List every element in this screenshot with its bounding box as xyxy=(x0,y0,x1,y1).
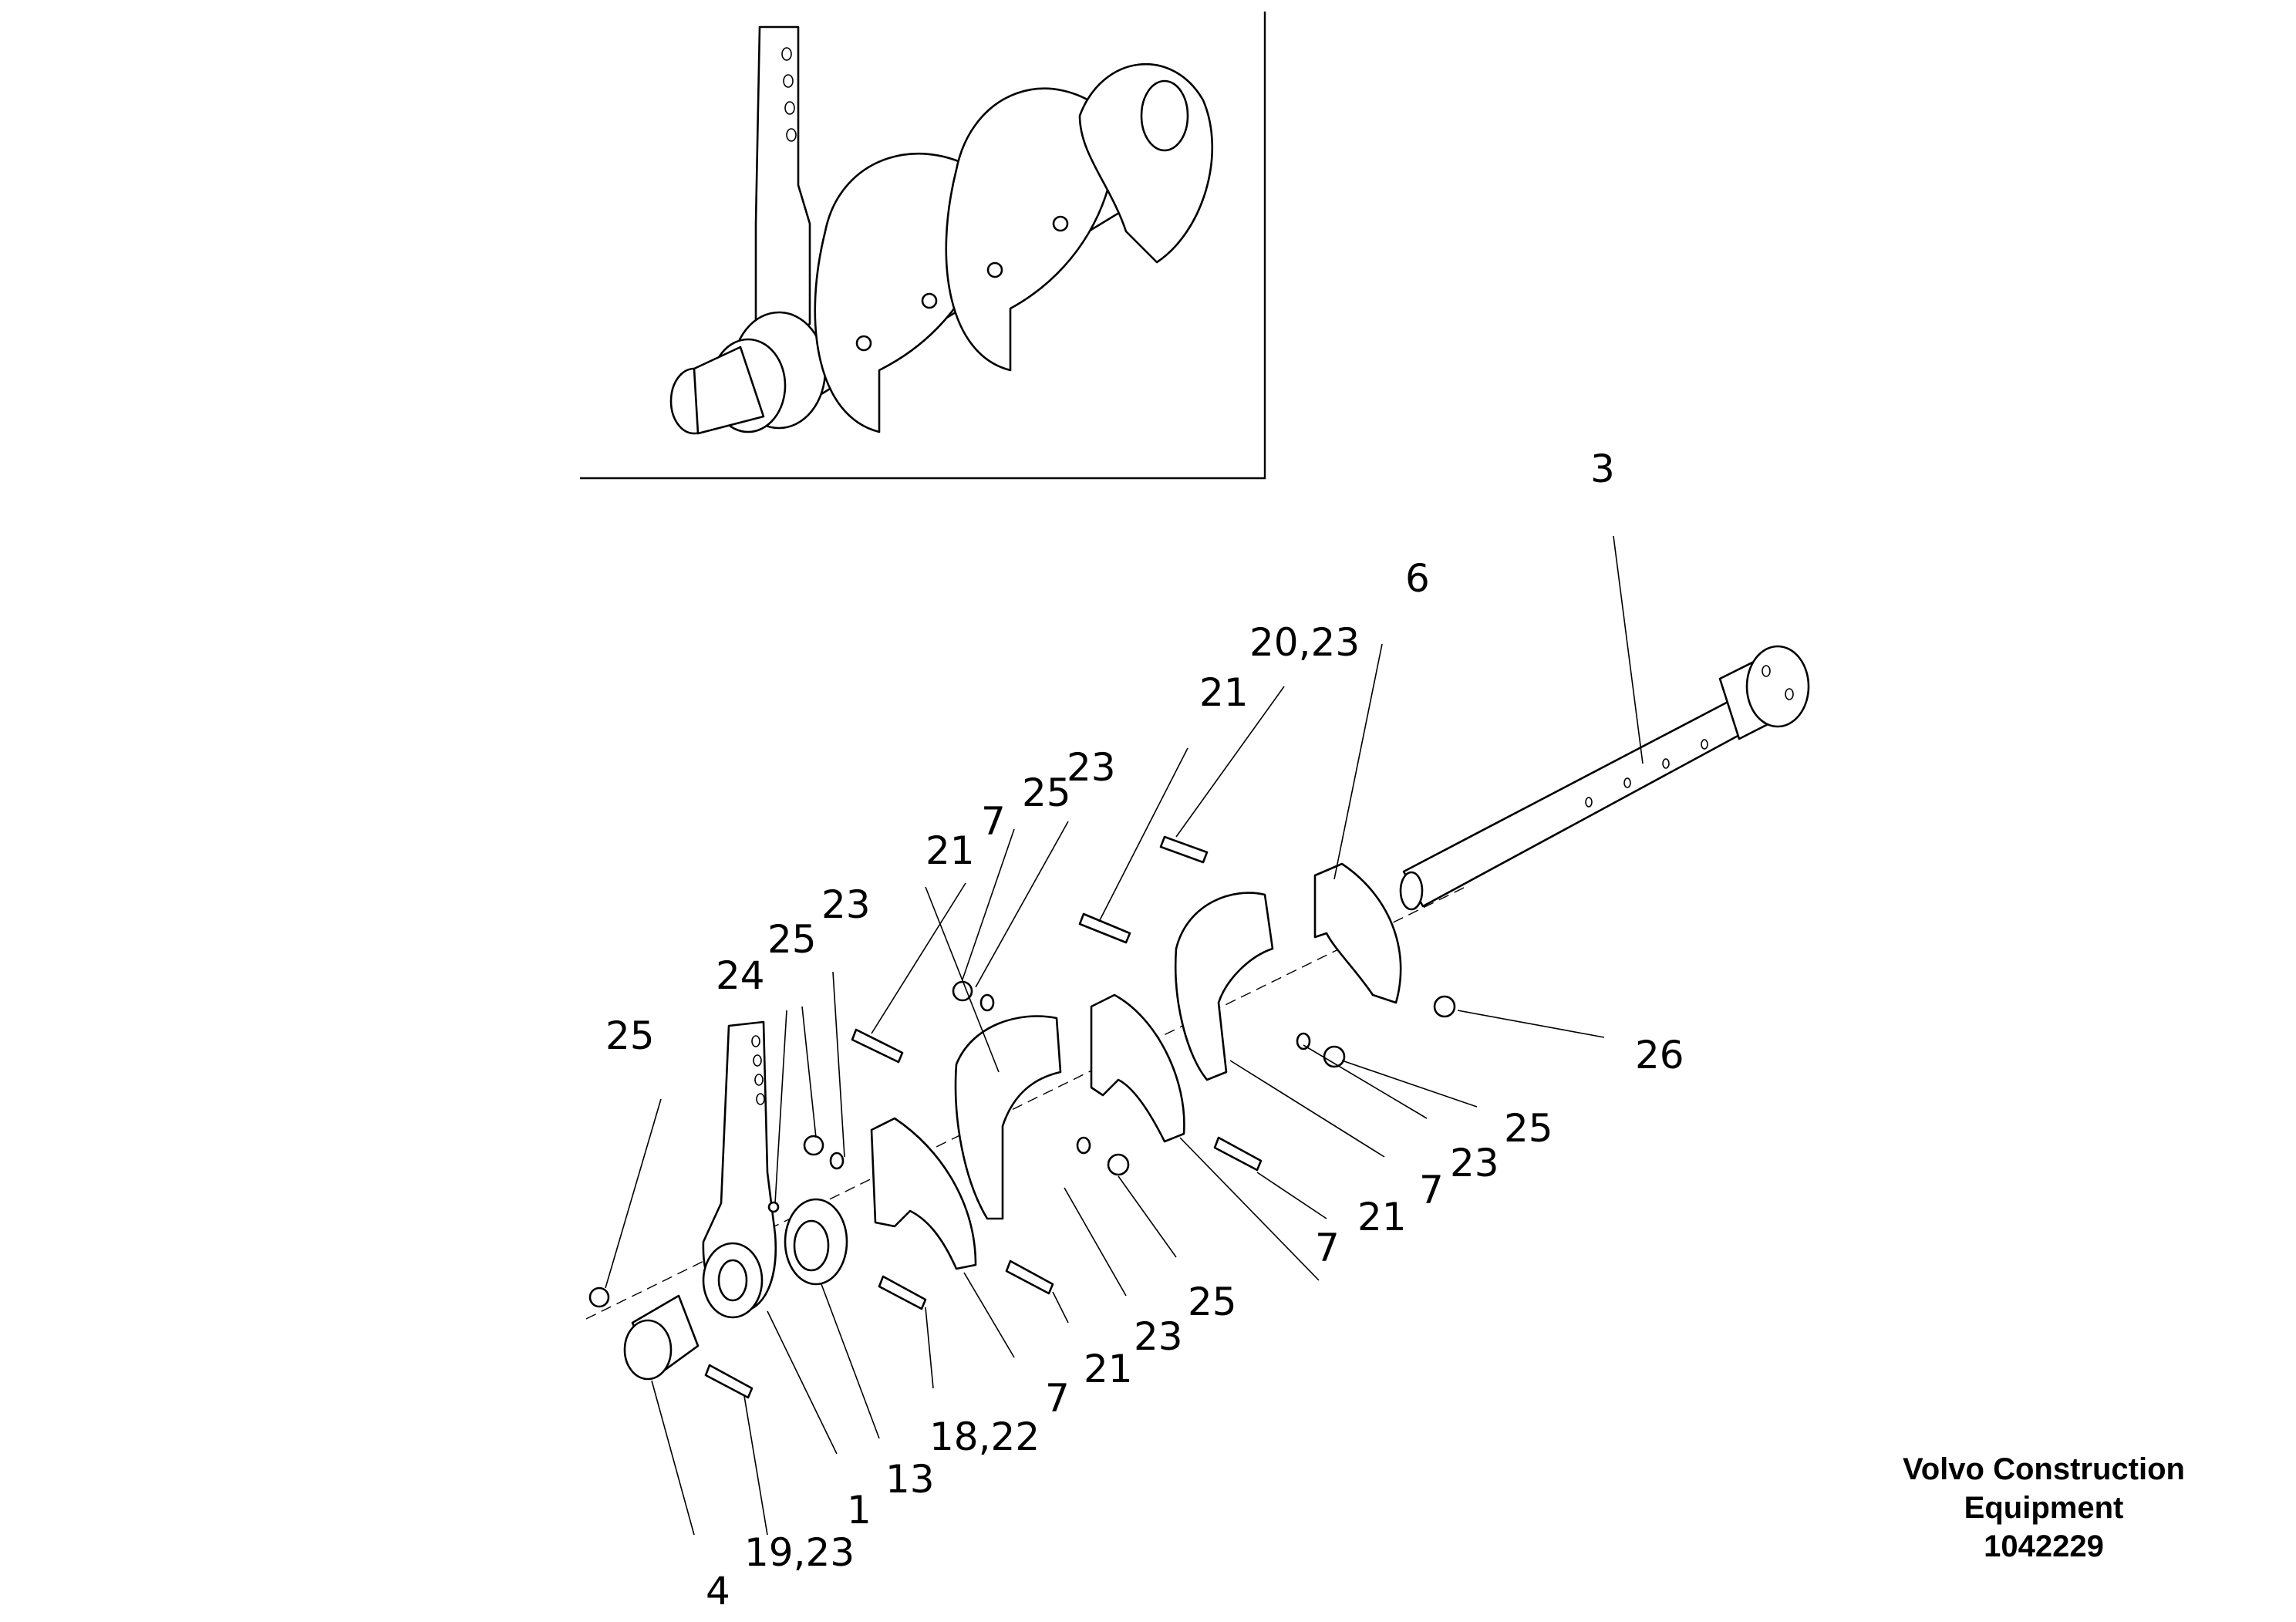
bolt xyxy=(851,1028,904,1064)
washer xyxy=(979,993,995,1012)
label-21: 21 xyxy=(1084,1347,1133,1391)
publisher-name-cont: Equipment xyxy=(1964,1491,2124,1525)
flight-segment-right xyxy=(1175,892,1274,1081)
washer xyxy=(829,1152,845,1170)
bearing xyxy=(784,1198,848,1286)
bolt xyxy=(878,1275,927,1310)
arm-holes xyxy=(751,1035,765,1105)
label-25: 25 xyxy=(1022,771,1071,815)
shaft-holes xyxy=(1585,665,1794,808)
nut xyxy=(1107,1153,1130,1176)
label-20-23: 20,23 xyxy=(1249,620,1360,665)
bolts xyxy=(704,835,1263,1399)
flight-segment-mid-right xyxy=(1090,993,1185,1143)
flight-segment-6 xyxy=(1313,862,1402,1004)
label-7: 7 xyxy=(1315,1226,1340,1270)
label-23: 23 xyxy=(1134,1314,1183,1359)
shaft xyxy=(1399,645,1810,911)
publisher-block: Volvo Construction Equipment 1042229 xyxy=(1843,1450,2244,1566)
label-23: 23 xyxy=(821,882,871,927)
nut xyxy=(1323,1045,1346,1068)
arm-bore-inner xyxy=(717,1259,748,1302)
label-7: 7 xyxy=(1419,1168,1444,1212)
flight-segment-left xyxy=(870,1117,977,1270)
bolt xyxy=(1213,1136,1263,1172)
leader-lines xyxy=(605,535,1644,1536)
label-25: 25 xyxy=(605,1013,655,1058)
label-23: 23 xyxy=(1450,1141,1499,1185)
label-13: 13 xyxy=(885,1457,935,1502)
inset-sleeve xyxy=(693,346,765,435)
label-21: 21 xyxy=(1357,1195,1407,1239)
nuts-and-washers xyxy=(588,980,1456,1308)
flight-segment-mid-left xyxy=(954,1015,1062,1220)
nut xyxy=(588,1286,610,1308)
inset-nuts xyxy=(855,215,1069,352)
label-1: 1 xyxy=(847,1488,872,1533)
label-26: 26 xyxy=(1635,1033,1684,1077)
bolt xyxy=(1159,835,1209,864)
inset-arm xyxy=(754,25,811,345)
inset-flange xyxy=(1140,79,1189,152)
nut xyxy=(803,1135,824,1156)
shaft-flange xyxy=(1745,645,1810,728)
drawing-number: 1042229 xyxy=(1984,1529,2104,1563)
label-25: 25 xyxy=(1188,1280,1237,1324)
bolt xyxy=(704,1364,754,1399)
washer xyxy=(1076,1136,1091,1155)
shaft-body xyxy=(1402,696,1752,908)
grease-nipple xyxy=(767,1201,780,1213)
bolt xyxy=(1005,1259,1054,1295)
label-4: 4 xyxy=(706,1569,730,1614)
inset-frame xyxy=(580,12,1266,480)
bolt xyxy=(1078,912,1131,944)
nut-26 xyxy=(1433,995,1456,1018)
inset-flight-2 xyxy=(945,87,1116,372)
label-24: 24 xyxy=(716,953,765,998)
label-23: 23 xyxy=(1067,745,1116,790)
label-25: 25 xyxy=(1504,1106,1553,1151)
callout-labels: 3 6 20,23 21 25 23 21 7 24 25 23 25 26 2… xyxy=(605,447,1684,1614)
label-7: 7 xyxy=(981,799,1006,844)
label-18-22: 18,22 xyxy=(929,1415,1040,1459)
label-6: 6 xyxy=(1405,556,1430,601)
label-7: 7 xyxy=(1045,1376,1070,1421)
assembled-view-inset xyxy=(580,12,1266,480)
hub xyxy=(623,1294,700,1381)
label-19-23: 19,23 xyxy=(744,1530,855,1575)
label-25: 25 xyxy=(767,917,817,962)
bearing-inner xyxy=(793,1219,830,1272)
arm xyxy=(702,1020,777,1319)
label-3: 3 xyxy=(1590,447,1615,491)
inset-arm-holes xyxy=(781,47,797,142)
publisher-name: Volvo Construction xyxy=(1903,1452,2185,1486)
shaft-end xyxy=(1399,871,1424,911)
hub-end xyxy=(623,1319,673,1381)
label-21: 21 xyxy=(925,828,975,873)
label-21: 21 xyxy=(1199,670,1249,715)
washer xyxy=(1296,1032,1311,1050)
